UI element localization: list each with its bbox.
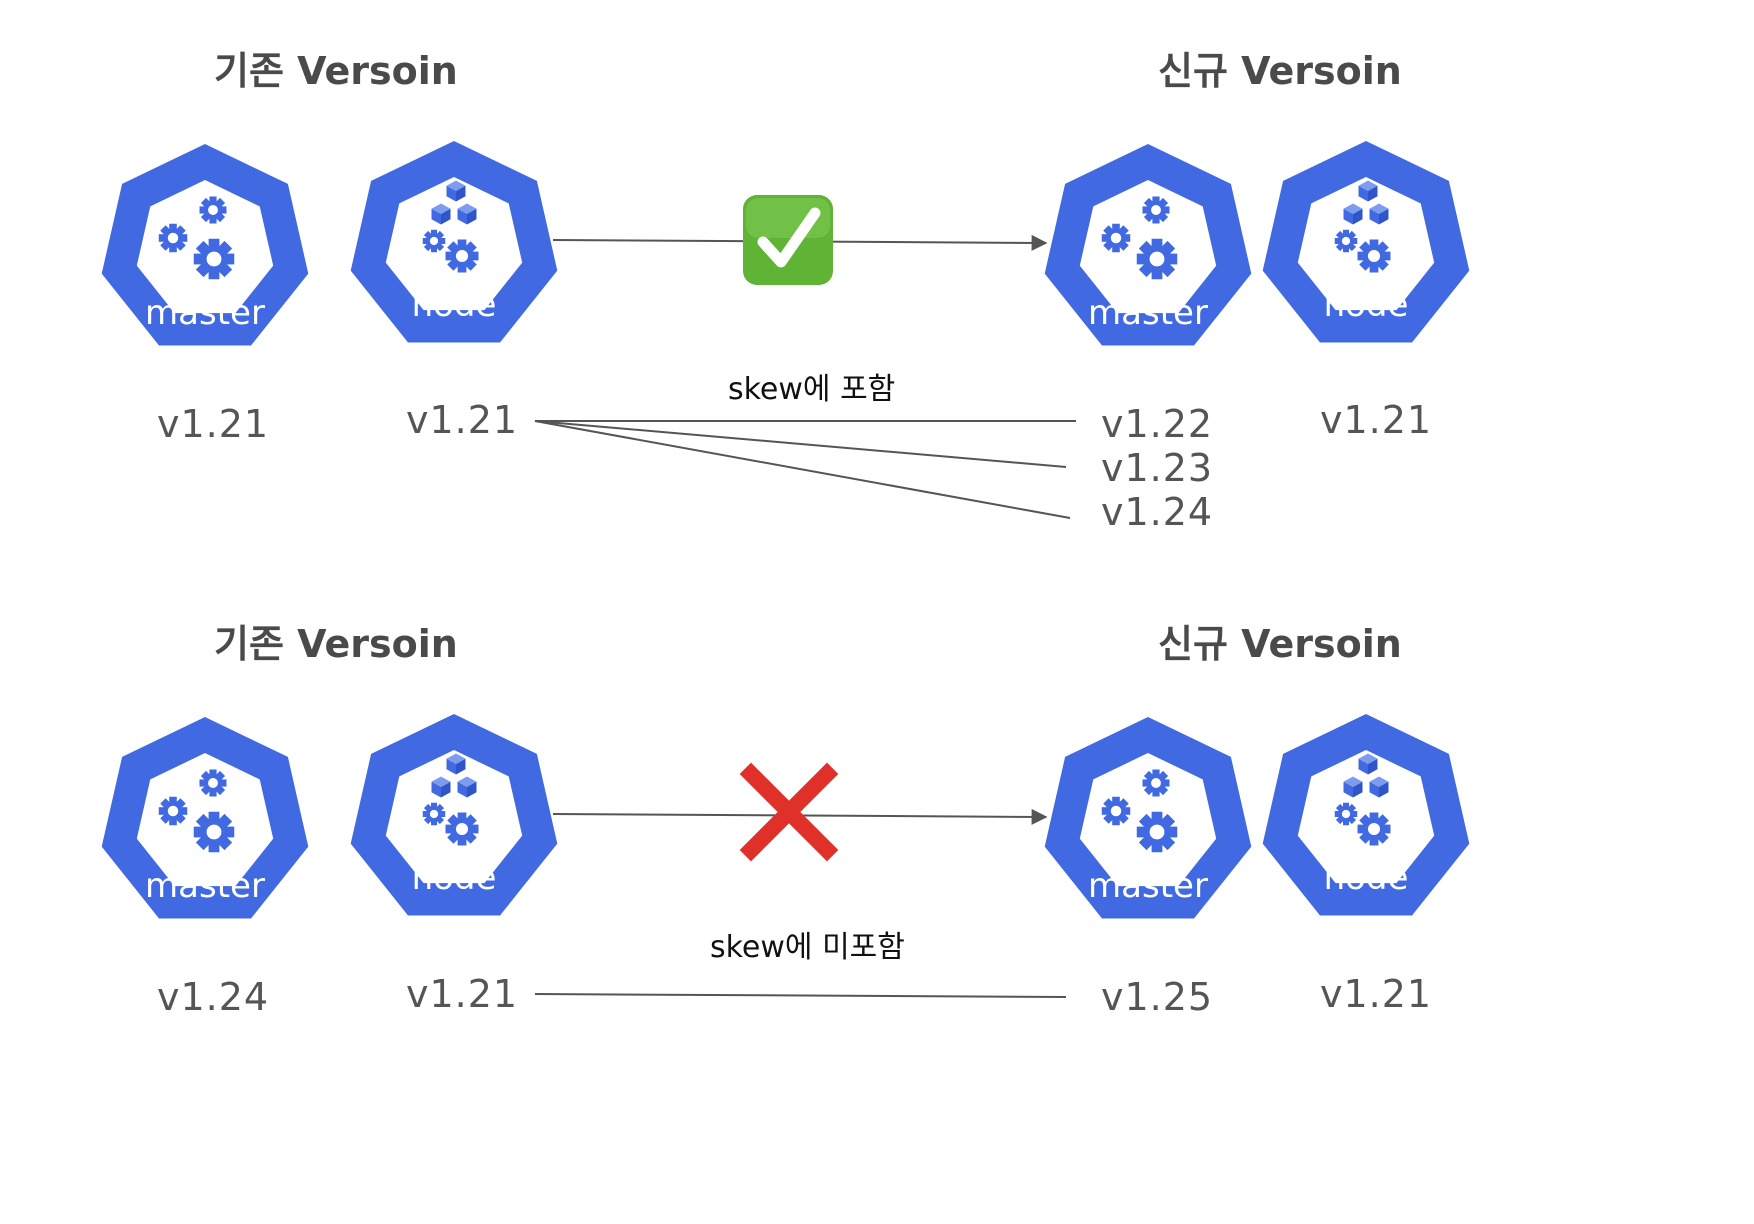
lower-new-version-title: 신규 Versoin [1158,622,1402,666]
upper-new-node-version: v1.21 [1320,398,1433,442]
master-label: master [1088,293,1208,333]
lower-new-master-version: v1.25 [1101,975,1214,1019]
upper-old-node-version: v1.21 [406,398,519,442]
upper-new-node: node [1263,141,1470,343]
lower-new-node-version: v1.21 [1320,972,1433,1016]
lower-old-version-title: 기존 Versoin [214,622,458,666]
upper-skew-label: skew에 포함 [728,372,896,407]
skew-line-v1-24 [534,420,1071,519]
upper-new-master-version-2: v1.23 [1101,446,1214,490]
upper-new-master-version-3: v1.24 [1101,490,1214,534]
lower-new-master: master [1045,717,1252,919]
node-label: node [1324,858,1409,898]
check-icon [743,195,833,285]
node-label: node [412,285,497,325]
node-label: node [412,858,497,898]
node-label: node [1324,285,1409,325]
upper-old-master: master [102,144,309,346]
skew-line-v1-23 [534,420,1067,468]
upper-new-master-version-1: v1.22 [1101,402,1214,446]
upper-old-master-version: v1.21 [157,402,270,446]
upper-old-version-title: 기존 Versoin [214,49,458,93]
lower-skew-label: skew에 미포함 [710,930,905,965]
upper-old-node: node [351,141,558,343]
upper-new-master: master [1045,144,1252,346]
skew-line-v1-25 [534,993,1067,998]
cross-icon [739,762,839,862]
lower-old-node: node [351,714,558,916]
master-label: master [1088,866,1208,906]
upper-new-version-title: 신규 Versoin [1158,49,1402,93]
master-label: master [145,866,265,906]
lower-old-master: master [102,717,309,919]
master-label: master [145,293,265,333]
lower-new-node: node [1263,714,1470,916]
lower-old-master-version: v1.24 [157,975,270,1019]
lower-old-node-version: v1.21 [406,972,519,1016]
